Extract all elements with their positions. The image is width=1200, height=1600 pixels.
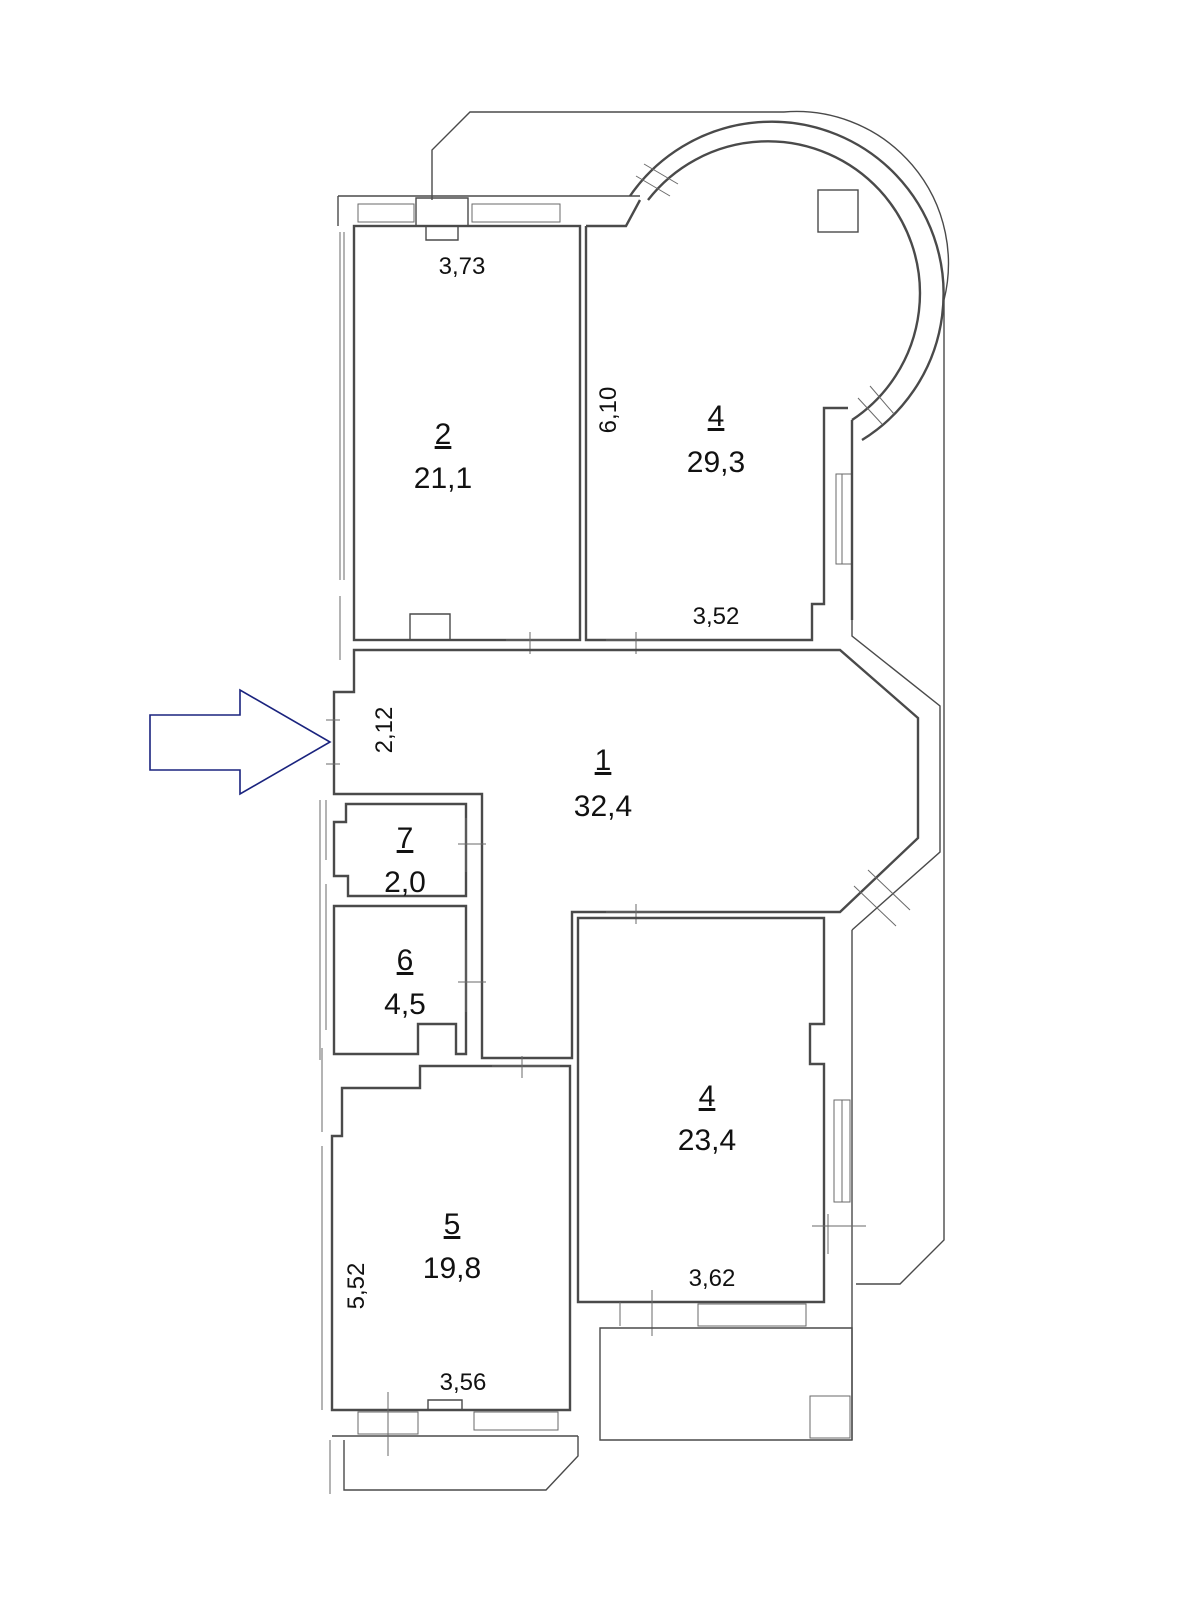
room-2 bbox=[337, 195, 640, 660]
column-icon bbox=[817, 189, 859, 233]
room-4-top-width-dimension: 3,52 bbox=[693, 603, 740, 630]
room-1 bbox=[326, 620, 941, 1060]
room-4-bottom-area: 23,4 bbox=[678, 1124, 736, 1157]
room-4-bottom-width-dimension: 3,62 bbox=[689, 1265, 736, 1292]
room-1-area: 32,4 bbox=[574, 790, 632, 823]
room-4-top-number: 4 bbox=[708, 400, 725, 433]
room-4-bottom bbox=[576, 916, 866, 1440]
room-4-top bbox=[584, 199, 854, 642]
room-4-top-length-dimension: 6,10 bbox=[595, 387, 622, 434]
room-4-bottom-number: 4 bbox=[699, 1080, 716, 1113]
right-facade bbox=[856, 700, 945, 1285]
top-balcony-outline bbox=[431, 111, 784, 200]
room-5-width-dimension: 3,56 bbox=[440, 1369, 487, 1396]
room-5-area: 19,8 bbox=[423, 1252, 481, 1285]
room-7-area: 2,0 bbox=[384, 866, 426, 899]
room-7 bbox=[332, 802, 486, 898]
bottom-balcony bbox=[599, 1327, 853, 1441]
entrance-arrow bbox=[149, 688, 332, 796]
room-4-top-area: 29,3 bbox=[687, 446, 745, 479]
room-7-number: 7 bbox=[397, 822, 414, 855]
room-2-number: 2 bbox=[435, 418, 452, 451]
room-5-number: 5 bbox=[444, 1208, 461, 1241]
bay-window bbox=[629, 110, 950, 700]
room-2-area: 21,1 bbox=[414, 462, 472, 495]
room-6-number: 6 bbox=[397, 944, 414, 977]
room-1-width-dimension: 2,12 bbox=[371, 707, 398, 754]
room-6 bbox=[332, 904, 486, 1056]
room-5-length-dimension: 5,52 bbox=[343, 1263, 370, 1310]
room-2-width-dimension: 3,73 bbox=[439, 253, 486, 280]
room-1-number: 1 bbox=[595, 744, 612, 777]
room-5 bbox=[329, 1056, 579, 1494]
room-6-area: 4,5 bbox=[384, 988, 426, 1021]
